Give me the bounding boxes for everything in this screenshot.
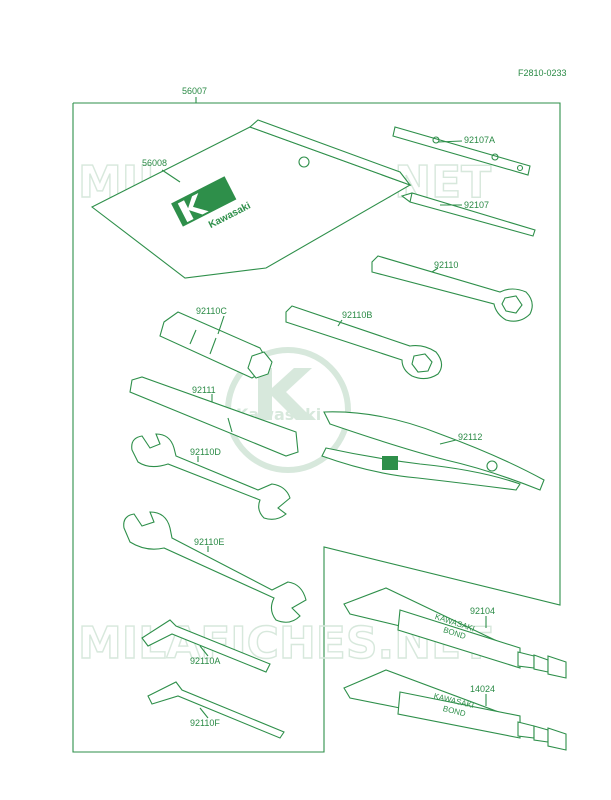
leader-lines — [161, 97, 487, 719]
part-number-92110e: 92110E — [194, 537, 224, 547]
box-wrench-92110b — [285, 305, 443, 380]
screwdriver-92107 — [400, 192, 536, 237]
part-number-92110f: 92110F — [190, 718, 220, 728]
part-number-92110c: 92110C — [196, 306, 227, 316]
part-number-92110: 92110 — [434, 260, 458, 270]
pliers-92112 — [321, 411, 545, 491]
part-number-56008: 56008 — [142, 158, 167, 168]
part-number-14024: 14024 — [470, 684, 495, 694]
bond-tube-14024: KAWASAKI BOND — [343, 669, 567, 751]
box-wrench-92110 — [371, 255, 533, 322]
part-number-92107a: 92107A — [464, 135, 495, 145]
spanner-bar-92107a — [392, 126, 531, 176]
open-wrench-92110d — [131, 433, 291, 520]
open-wrench-92110e — [123, 511, 307, 623]
handle-92111 — [129, 376, 299, 457]
part-labels: 56007 56008 92107A 92107 92110 92110C 92… — [142, 86, 495, 728]
figure-code: F2810-0233 — [518, 68, 567, 78]
part-number-92107: 92107 — [464, 200, 489, 210]
hex-key-92110a — [141, 619, 271, 673]
part-number-92104: 92104 — [470, 606, 495, 616]
hex-key-92110f — [147, 681, 285, 739]
socket-wrench-92110c — [159, 311, 273, 379]
part-number-92110b: 92110B — [342, 310, 372, 320]
kit-frame — [72, 102, 561, 753]
part-number-92111: 92111 — [192, 385, 216, 395]
part-number-56007: 56007 — [182, 86, 207, 96]
bond-tube-92104: KAWASAKI BOND — [343, 587, 567, 679]
part-number-92110d: 92110D — [190, 447, 221, 457]
tool-pouch: Kawasaki — [90, 119, 412, 279]
part-number-92110a: 92110A — [190, 656, 220, 666]
part-number-92112: 92112 — [458, 432, 482, 442]
